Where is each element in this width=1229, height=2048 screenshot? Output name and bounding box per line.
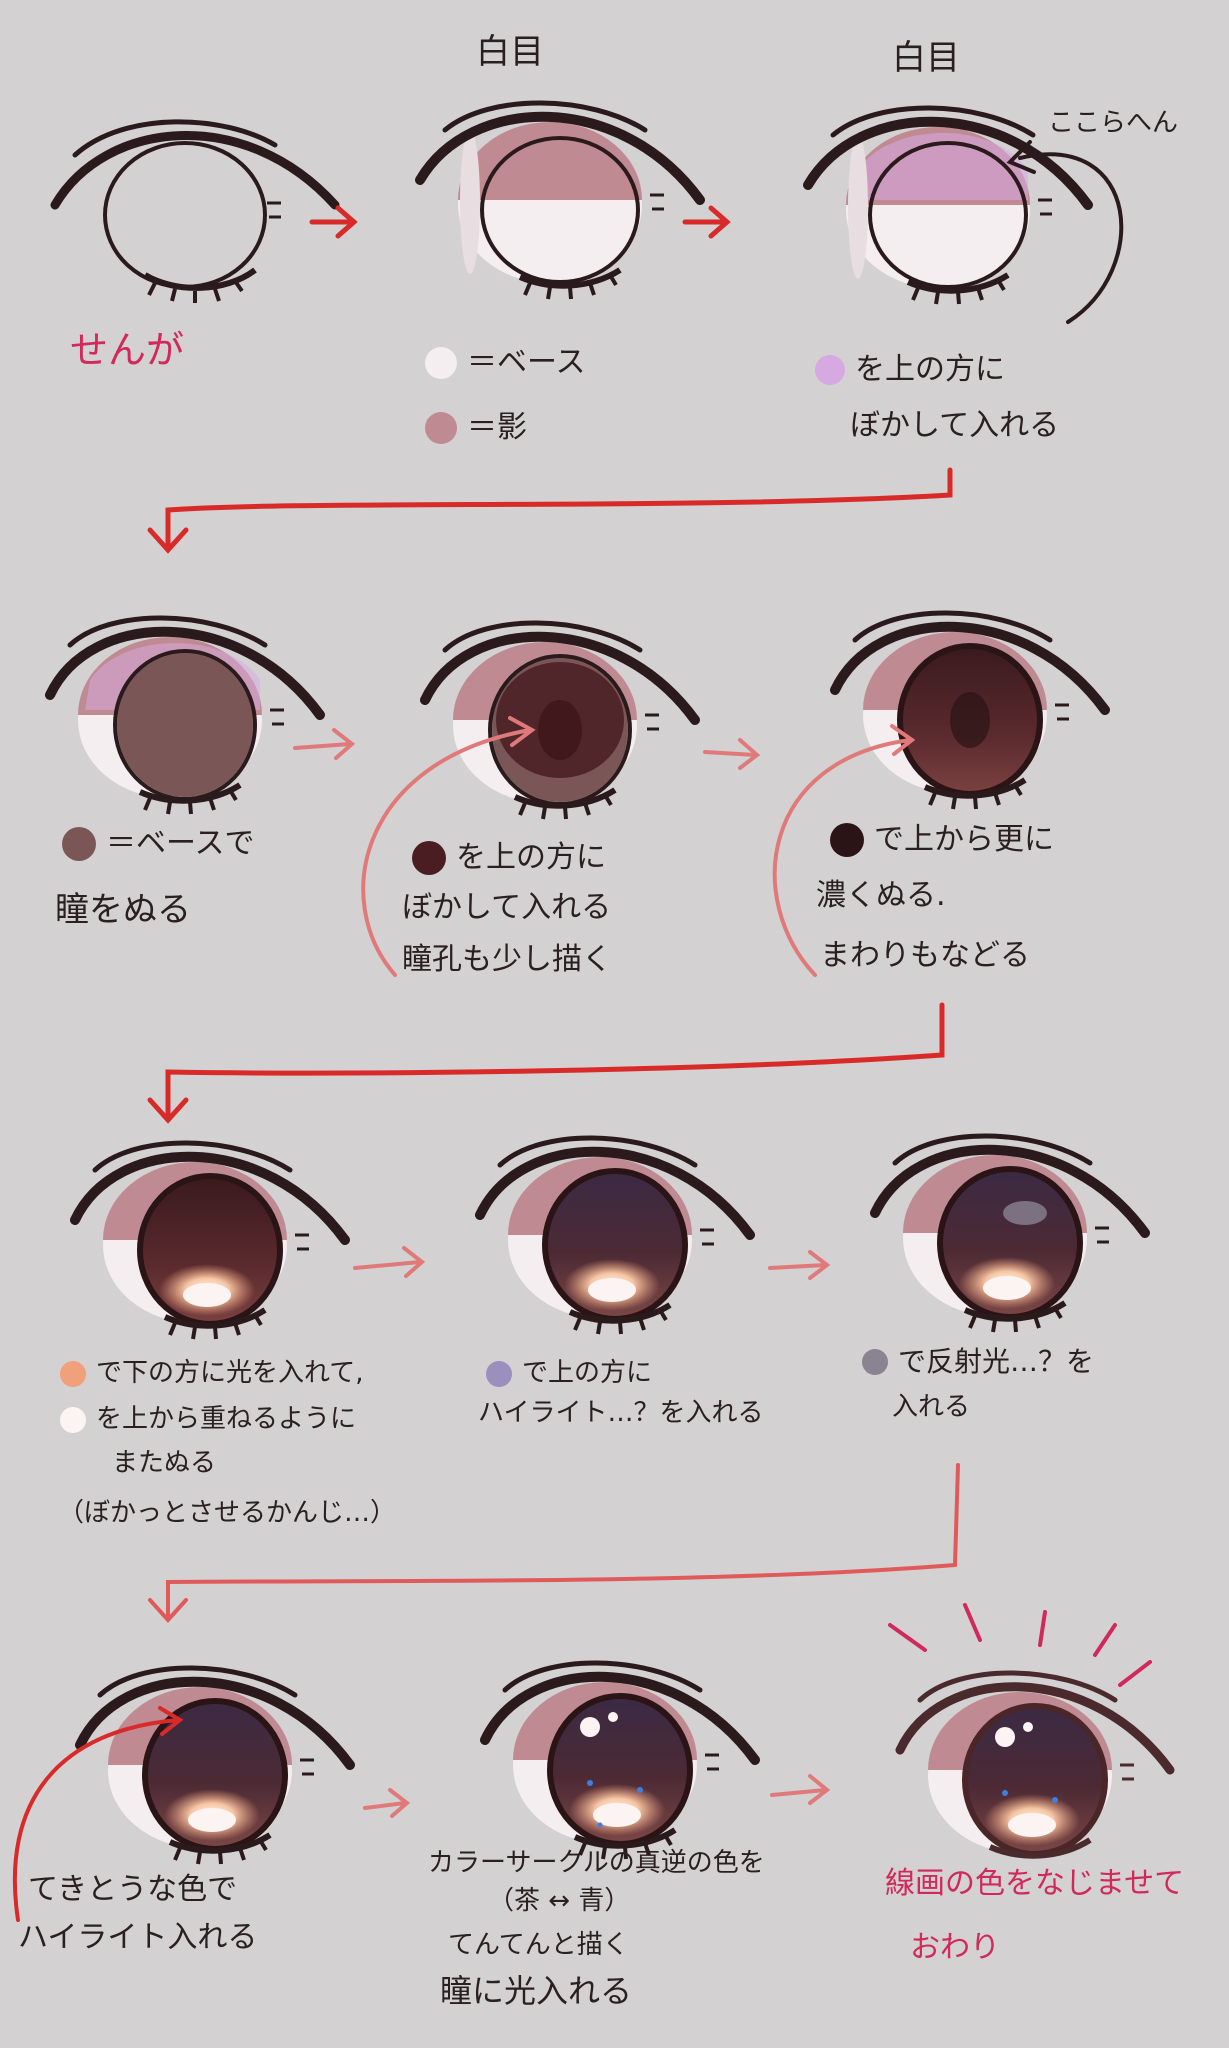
step-text: 瞳孔も少し描く xyxy=(402,942,612,977)
arrow-right xyxy=(770,1774,831,1805)
eye-purple-top xyxy=(803,105,1093,305)
eye-final xyxy=(895,1670,1175,1859)
legend-item: で上の方に xyxy=(486,1358,652,1389)
arrow-right xyxy=(309,205,358,239)
legend-item: ＝ベースで xyxy=(62,826,255,862)
step-caption: せんが xyxy=(70,328,185,372)
legend-text: を上の方に xyxy=(456,840,606,875)
arrow-right xyxy=(682,205,731,239)
arrow-right xyxy=(353,1246,426,1278)
legend-text: で下の方に光を入れて, xyxy=(96,1358,364,1388)
swatch-iris-dark xyxy=(412,841,446,875)
step-text: てきとうな色で xyxy=(28,1872,238,1907)
step-text: 線画の色をなじませて xyxy=(885,1866,1185,1901)
legend-item: ＝影 xyxy=(425,410,527,446)
legend-text: で上の方に xyxy=(522,1358,653,1388)
eye-iris-darker xyxy=(830,610,1110,810)
step-text: （茶 ↔ 青） xyxy=(488,1886,631,1916)
row-connector-arrow xyxy=(148,1463,960,1623)
step-text: ハイライト入れる xyxy=(18,1920,258,1955)
step-text: カラーサークルの真逆の色を xyxy=(428,1848,765,1878)
eye-iris-base xyxy=(45,615,325,815)
step-text: またぬる xyxy=(112,1448,217,1478)
curved-pointer-arrow xyxy=(1006,140,1124,324)
eye-lineart-only xyxy=(50,119,340,303)
swatch-glow-orange xyxy=(60,1360,86,1387)
swatch-purple xyxy=(815,355,845,385)
legend-item: を上の方に xyxy=(815,352,1005,388)
legend-text: で上から更に xyxy=(874,822,1054,857)
legend-text: で反射光…？を xyxy=(898,1345,1095,1378)
eye-purple-highlight xyxy=(475,1135,755,1335)
legend-item: で下の方に光を入れて, xyxy=(60,1358,364,1389)
step-text: 入れる xyxy=(892,1392,971,1422)
step-text: ハイライト…？を入れる xyxy=(478,1398,764,1428)
legend-item: ＝ベース xyxy=(425,345,586,381)
legend-item: を上の方に xyxy=(412,840,606,876)
swatch-iris-darkest xyxy=(830,823,864,857)
curved-pointer-arrow xyxy=(772,724,916,977)
step-text: 瞳をぬる xyxy=(55,890,191,930)
legend-item: で上から更に xyxy=(830,822,1054,858)
eye-highlight-color xyxy=(75,1665,355,1865)
sparkle-lines xyxy=(888,1603,1152,1687)
curved-pointer-arrow xyxy=(12,1706,184,1922)
step-text: （ぼかっとさせるかんじ…） xyxy=(58,1498,397,1528)
arrow-right xyxy=(293,728,356,760)
eye-blue-dots xyxy=(480,1660,760,1860)
step-text: まわりもなどる xyxy=(820,938,1030,973)
step-text: 濃くぬる. xyxy=(816,878,946,913)
legend-text: を上の方に xyxy=(855,352,1005,387)
swatch-base xyxy=(425,347,457,379)
row-connector-arrow xyxy=(147,467,953,554)
step-text: ぼかして入れる xyxy=(402,890,612,925)
eye-lower-glow xyxy=(70,1140,350,1340)
eye-base-shadow xyxy=(415,100,705,300)
header-label: 白目 xyxy=(892,38,960,78)
arrow-right xyxy=(363,1788,411,1818)
step-text: ぼかして入れる xyxy=(850,408,1060,443)
swatch-highlight-purple xyxy=(486,1360,512,1387)
swatch-reflect-gray xyxy=(862,1348,888,1375)
legend-item: を上から重ねるように xyxy=(60,1404,356,1435)
eye-iris-dark-top xyxy=(420,620,700,820)
legend-text: ＝影 xyxy=(467,410,527,445)
step-text: おわり xyxy=(910,1930,1000,1965)
step-text: てんてんと描く xyxy=(448,1930,629,1960)
curved-pointer-arrow xyxy=(361,716,536,977)
annotation-label: ここらへん xyxy=(1048,108,1179,138)
legend-text: ＝ベースで xyxy=(106,826,255,861)
swatch-glow-white xyxy=(60,1406,86,1433)
arrow-right xyxy=(768,1250,831,1280)
eye-reflection xyxy=(870,1133,1150,1333)
legend-text: ＝ベース xyxy=(467,345,586,380)
header-label: 白目 xyxy=(476,32,544,72)
row-connector-arrow xyxy=(147,1002,945,1124)
step-text: 瞳に光入れる xyxy=(440,1972,633,2010)
swatch-shadow xyxy=(425,412,457,444)
swatch-iris-base xyxy=(62,827,96,861)
legend-text: を上から重ねるように xyxy=(96,1404,357,1434)
legend-item: で反射光…？を xyxy=(862,1345,1094,1379)
arrow-right xyxy=(703,738,761,770)
